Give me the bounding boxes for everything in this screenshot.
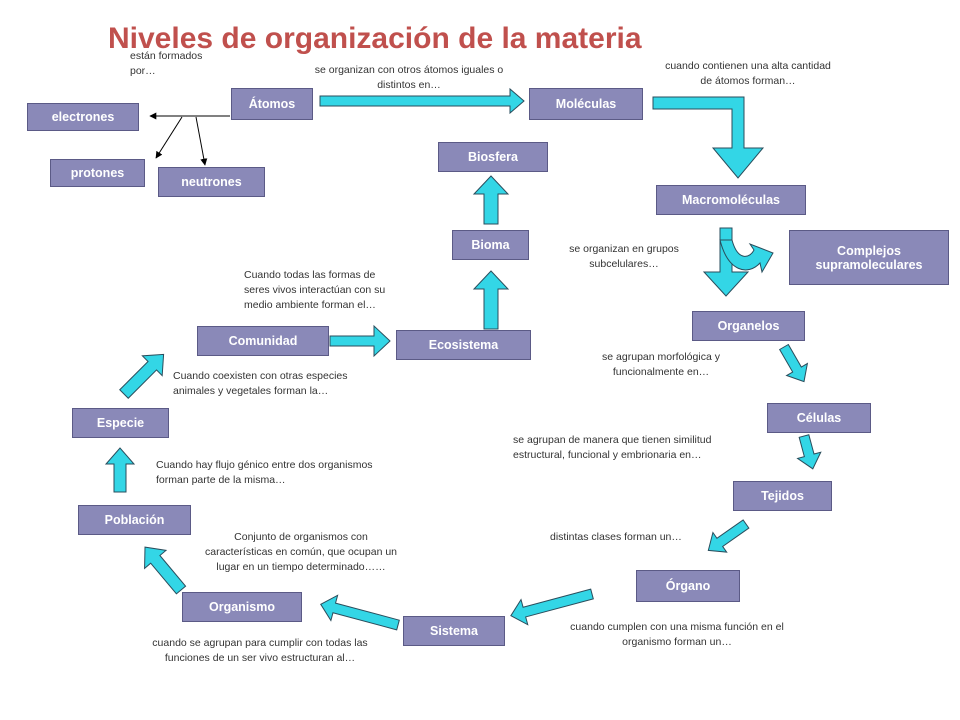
level-complejos-supramoleculares: Complejos supramoleculares [789,230,949,285]
caption-todas-formas: Cuando todas las formas de seres vivos i… [244,269,386,311]
block-arrow-atomos-moleculas [319,87,525,115]
level-organo: Órgano [636,570,740,602]
block-arrow-tejidos-organo [707,519,750,553]
caption-coexisten: Cuando coexisten con otras especies anim… [173,370,348,397]
level-celulas: Células [767,403,871,433]
caption-formados: están formados por… [130,50,203,77]
block-arrow-especie-comunidad [119,353,165,399]
block-arrow-moleculas-macromoleculas [652,96,765,179]
level-biosfera: Biosfera [438,142,548,172]
block-arrow-celulas-tejidos [796,434,822,470]
caption-organizan-atomos: se organizan con otros átomos iguales o … [314,64,504,91]
level-organismo: Organismo [182,592,302,622]
block-arrow-macromoleculas-organelos [702,227,750,297]
level-ecosistema: Ecosistema [396,330,531,360]
caption-flujo-genico: Cuando hay flujo génico entre dos organi… [156,459,373,486]
caption-clases: distintas clases forman un… [550,531,682,543]
level-comunidad: Comunidad [197,326,329,356]
level-bioma: Bioma [452,230,529,260]
level-especie: Especie [72,408,169,438]
level-neutrones: neutrones [158,167,265,197]
thin-arrow-to-protones [155,116,183,159]
block-arrow-poblacion-especie [104,447,136,493]
caption-alta-cantidad: cuando contienen una alta cantidad de át… [665,60,831,87]
level-sistema: Sistema [403,616,505,646]
level-atomos: Átomos [231,88,313,120]
block-arrow-organismo-poblacion [144,546,187,595]
level-protones: protones [50,159,145,187]
level-electrones: electrones [27,103,139,131]
level-poblacion: Población [78,505,191,535]
block-arrow-organo-sistema [510,588,594,626]
thin-arrow-to-neutrones [195,116,208,166]
block-arrow-sistema-organismo [320,594,400,631]
level-tejidos: Tejidos [733,481,832,511]
branch-arrows [149,112,230,166]
block-arrow-organelos-celulas [778,343,809,383]
level-moleculas: Moléculas [529,88,643,120]
caption-conjunto: Conjunto de organismos con característic… [204,531,398,573]
caption-misma-funcion: cuando cumplen con una misma función en … [570,621,784,648]
block-arrow-comunidad-ecosistema [329,324,391,358]
block-arrow-ecosistema-bioma [472,270,510,330]
caption-similitud: se agrupan de manera que tienen similitu… [513,434,712,461]
caption-todas-funciones: cuando se agrupan para cumplir con todas… [152,637,368,664]
level-macromoleculas: Macromoléculas [656,185,806,215]
caption-morfologica: se agrupan morfológica y funcionalmente … [602,351,720,378]
level-organelos: Organelos [692,311,805,341]
block-arrow-bioma-biosfera [472,175,510,225]
page-title: Niveles de organización de la materia [108,22,642,55]
caption-subcelulares: se organizan en grupos subcelulares… [569,243,679,270]
block-arrow-macromoleculas-complejos [719,239,774,274]
